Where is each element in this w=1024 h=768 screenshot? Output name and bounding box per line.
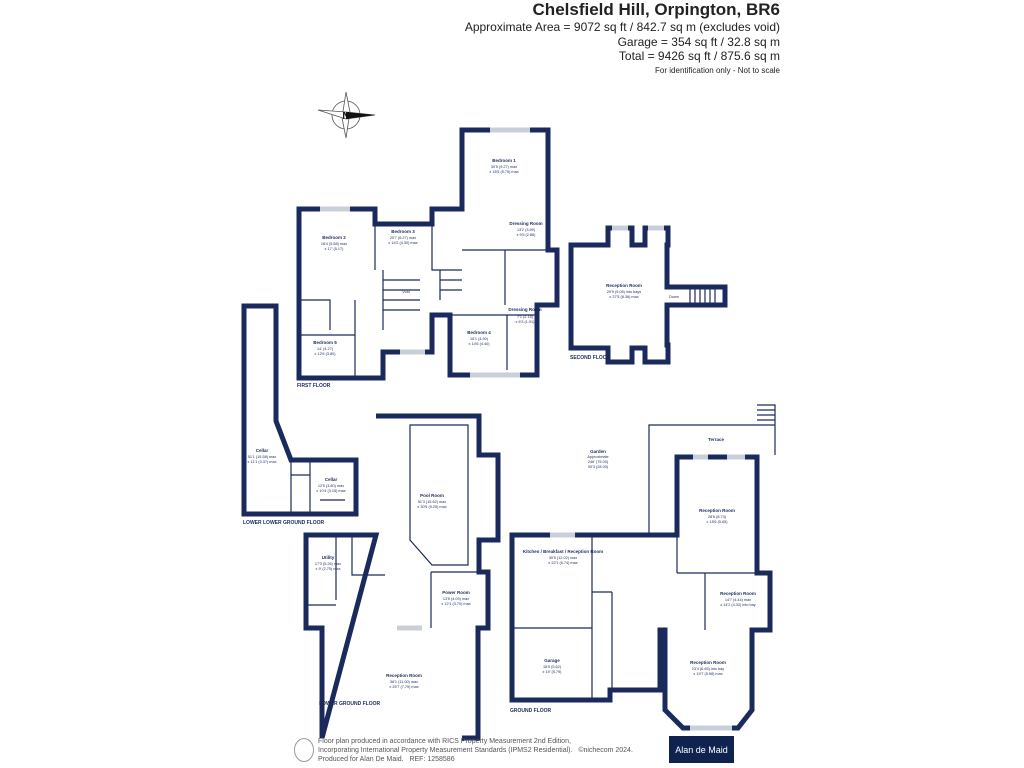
footer-line: Floor plan produced in accordance with R… bbox=[318, 738, 571, 745]
room-dims: x 18'5 (5.75) max bbox=[489, 170, 518, 174]
room-dims: 18'5 (5.62) bbox=[543, 665, 562, 669]
compass-icon: N bbox=[317, 91, 376, 139]
room-label: Reception Room bbox=[720, 591, 756, 596]
room-dims: x 12'6 (3.80) bbox=[315, 352, 337, 356]
room-dims: x 18'6 (5.65) bbox=[707, 520, 729, 524]
floor-label: FIRST FLOOR bbox=[297, 383, 331, 389]
reference: REF: 1258586 bbox=[409, 755, 455, 763]
room-dims: 12'5 (3.80) max bbox=[318, 484, 344, 488]
room-dims: 246' (75.00) bbox=[588, 460, 609, 464]
room-dims: x 10'4 (3.15) max bbox=[316, 489, 345, 493]
room-dims: x 6'3 (1.91) bbox=[516, 320, 536, 324]
header: Chelsfield Hill, Orpington, BR6 Approxim… bbox=[465, 0, 780, 75]
room-dims: 23'4 (6.65) into bay bbox=[692, 667, 724, 671]
rics-icon bbox=[294, 738, 314, 762]
floor-label: LOWER GROUND FLOOR bbox=[319, 701, 380, 707]
second-floor-plan: Reception Room 29'9 (9.08) into bays x 2… bbox=[568, 225, 728, 365]
room-dims: 90'3 (28.00) bbox=[588, 465, 609, 469]
room-dims: x 27'5 (8.36) max bbox=[609, 295, 638, 299]
floor-label: SECOND FLOOR bbox=[570, 355, 611, 361]
lower-ground-floor-plan: Pool Room 51'3 (15.62) max x 30'5 (9.25)… bbox=[303, 413, 501, 741]
room-dims: x 14'2 (4.32) into bay bbox=[720, 603, 755, 607]
room-label: Kitchen / Breakfast / Reception Room bbox=[523, 549, 603, 554]
void-label: Void bbox=[402, 290, 409, 294]
floor-label: LOWER LOWER GROUND FLOOR bbox=[243, 520, 324, 526]
room-dims: 20'7 (6.27) max bbox=[390, 236, 416, 240]
approx-area: Approximate Area = 9072 sq ft / 842.7 sq… bbox=[464, 20, 780, 35]
room-label: Pool Room bbox=[420, 493, 444, 498]
room-dims: x 12'1 (3.70) max bbox=[441, 602, 470, 606]
footer-line: Produced for Alan De Maid. bbox=[318, 755, 404, 763]
room-label: Reception Room bbox=[690, 660, 726, 665]
room-label: Bedroom 2 bbox=[322, 235, 346, 240]
room-dims: x 19'7 (5.98) max bbox=[693, 672, 722, 676]
footer-line: Incorporating International Property Mea… bbox=[318, 746, 573, 754]
room-dims: x 22'1 (6.74) max bbox=[548, 561, 577, 565]
scale-note: For identification only - Not to scale bbox=[655, 65, 780, 75]
room-dims: 39'5 (12.02) max bbox=[549, 556, 577, 560]
room-label: Bedroom 3 bbox=[391, 229, 415, 234]
room-label: Cellar bbox=[256, 448, 269, 453]
room-label: Terrace bbox=[708, 437, 724, 442]
room-dims: x 14'2 (4.30) max bbox=[388, 241, 417, 245]
room-label: Bedroom 1 bbox=[492, 158, 516, 163]
room-dims: 14' (4.27) bbox=[317, 347, 334, 351]
room-label: Reception Room bbox=[606, 283, 642, 288]
room-dims: 13'5 (4.09) max bbox=[443, 597, 469, 601]
room-dims: 28'6 (8.73) bbox=[708, 515, 727, 519]
room-dims: x 9'5 (2.86) bbox=[517, 233, 537, 237]
room-dims: x 17' (5.17) bbox=[325, 247, 345, 251]
room-dims: x 11'1 (3.37) max bbox=[248, 460, 277, 464]
room-label: Garage bbox=[544, 658, 560, 663]
room-label: Cellar bbox=[325, 477, 338, 482]
copyright: ©nichecom 2024. bbox=[578, 746, 633, 754]
room-dims: 29'9 (9.08) into bays bbox=[607, 290, 641, 294]
ground-floor-plan: Garden Approximate 246' (75.00) 90'3 (28… bbox=[509, 404, 776, 731]
room-dims: 13'2 (3.99) bbox=[517, 228, 536, 232]
room-dims: 36'1 (11.00) max bbox=[390, 680, 418, 684]
agent-logo: Alan de Maid bbox=[669, 736, 734, 763]
room-dims: 7'1 (2.15) bbox=[517, 315, 534, 319]
footer-text: Floor plan produced in accordance with R… bbox=[318, 738, 633, 764]
room-dims: 51'3 (15.62) max bbox=[418, 500, 446, 504]
floor-label: GROUND FLOOR bbox=[510, 708, 551, 714]
room-dims: 14'7 (4.44) max bbox=[725, 598, 751, 602]
room-label: Dressing Room bbox=[509, 221, 542, 226]
room-label: Bedroom 5 bbox=[313, 340, 337, 345]
room-dims: x 30'5 (9.25) max bbox=[417, 505, 446, 509]
room-label: Garden bbox=[590, 449, 606, 454]
room-dims: 51'1 (15.58) max bbox=[248, 455, 276, 459]
room-label: Bedroom 4 bbox=[467, 330, 491, 335]
compass-north-label: N bbox=[342, 111, 349, 122]
room-dims: x 9' (2.75) max bbox=[316, 567, 341, 571]
room-label: Dressing Room bbox=[508, 307, 541, 312]
room-dims: 18'4 (5.58) max bbox=[321, 242, 347, 246]
lower-lower-ground-floor-plan: Cellar 51'1 (15.58) max x 11'1 (3.37) ma… bbox=[241, 303, 359, 526]
room-dims: Approximate bbox=[587, 455, 608, 459]
property-title: Chelsfield Hill, Orpington, BR6 bbox=[532, 0, 780, 19]
room-label: Power Room bbox=[442, 590, 470, 595]
room-dims: 17'3 (5.26) max bbox=[315, 562, 341, 566]
room-label: Reception Room bbox=[386, 673, 422, 678]
garage-area: Garage = 354 sq ft / 32.8 sq m bbox=[617, 34, 780, 49]
room-label: Reception Room bbox=[699, 508, 735, 513]
room-dims: 16'1 (4.90) bbox=[470, 337, 489, 341]
room-dims: x 19' (5.79) bbox=[543, 670, 563, 674]
room-dims: 30'5 (9.27) max bbox=[491, 165, 517, 169]
total-area: Total = 9426 sq ft / 875.6 sq m bbox=[618, 49, 780, 64]
room-label: Utility bbox=[322, 555, 335, 560]
room-dims: x 14'6 (4.40) bbox=[469, 342, 491, 346]
room-dims: x 25'7 (7.79) max bbox=[389, 685, 418, 689]
first-floor-plan: Bedroom 1 30'5 (9.27) max x 18'5 (5.75) … bbox=[296, 127, 560, 389]
stairs-label: Down bbox=[669, 295, 679, 299]
